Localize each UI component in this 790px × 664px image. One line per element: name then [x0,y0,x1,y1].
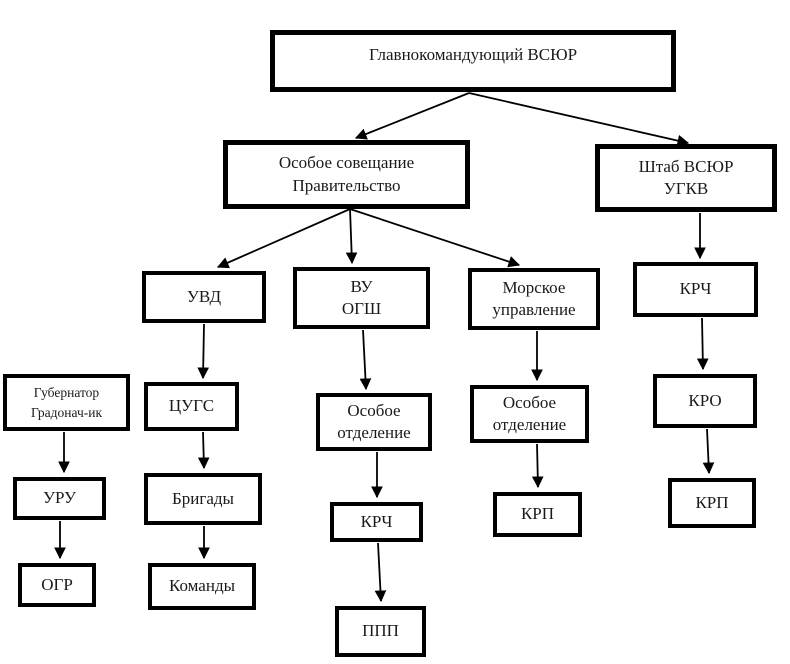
node-krp-kro: КРП [668,478,756,528]
node-osoboe-otd-morskoe: Особое отделение [470,385,589,443]
node-ppp-label: ППП [362,621,399,641]
node-soveshchanie-label: Особое совещание Правительство [278,153,415,195]
node-morskoe: Морское управление [468,268,600,330]
edge-osoboe-krp [531,443,544,489]
node-shtab: Штаб ВСЮР УГКВ [595,144,777,212]
node-uvd: УВД [142,271,266,323]
node-krch-shtab-label: КРЧ [679,279,712,299]
node-vu-ogsh: ВУ ОГШ [293,267,430,329]
edge-uvd-tsugs [197,323,210,380]
edge-krch-ppp [374,542,387,603]
node-krp-kro-label: КРП [695,492,729,512]
node-gubernator: Губернатор Градонач-ик [3,374,130,431]
node-brigady: Бригады [144,473,262,525]
node-vu-ogsh-label: ВУ ОГШ [341,276,382,318]
node-ppp: ППП [335,606,426,657]
node-osoboe-otd-ogsh: Особое отделение [316,393,432,451]
edge-krch-kro [696,317,709,371]
node-soveshchanie: Особое совещание Правительство [223,140,470,209]
node-ogr: ОГР [18,563,96,607]
node-glavkom-label: Главнокомандующий ВСЮР [368,45,578,64]
edge-glavkom-shtab [468,92,690,147]
node-glavkom: Главнокомандующий ВСЮР [270,30,676,92]
edge-soveshchanie-uvd [216,208,351,269]
node-kro-label: КРО [688,390,722,410]
edge-soveshchanie-vu-ogsh [345,208,358,265]
node-krch-ogsh: КРЧ [330,502,423,542]
node-uru-label: УРУ [42,488,77,508]
node-ogr-label: ОГР [41,574,73,594]
edge-glavkom-soveshchanie [354,92,470,140]
node-krch-shtab: КРЧ [633,262,758,317]
edge-vu-ogsh-osoboe [359,329,372,391]
node-krp-morskoe-label: КРП [520,504,555,524]
edge-tsugs-brigady [197,431,210,470]
node-tsugs-label: ЦУГС [168,396,215,416]
edge-kro-krp [702,428,715,475]
node-osoboe-otd-ogsh-label: Особое отделение [337,400,411,442]
node-komandy-label: Команды [168,576,236,596]
node-osoboe-otd-morskoe-label: Особое отделение [492,392,567,434]
node-morskoe-label: Морское управление [492,277,576,319]
node-tsugs: ЦУГС [144,382,239,431]
node-komandy: Команды [148,563,256,610]
node-krch-ogsh-label: КРЧ [360,511,393,531]
node-shtab-label: Штаб ВСЮР УГКВ [638,156,734,198]
node-krp-morskoe: КРП [493,492,582,537]
edge-soveshchanie-morskoe [349,208,521,268]
node-gubernator-label: Губернатор Градонач-ик [30,384,103,420]
node-uvd-label: УВД [186,286,222,306]
node-uru: УРУ [13,477,106,520]
node-kro: КРО [653,374,757,428]
node-brigady-label: Бригады [172,488,234,508]
